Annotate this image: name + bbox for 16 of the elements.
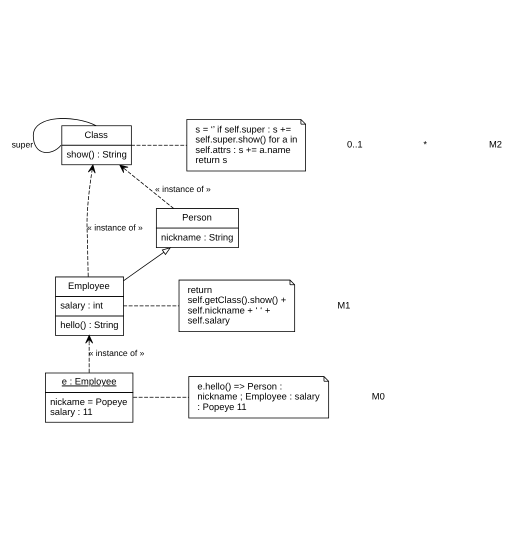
arrow <box>122 247 172 282</box>
connector <box>132 396 189 398</box>
label: M2 <box>488 140 502 150</box>
edge-label: « instance of » <box>87 222 143 232</box>
label: 0..1 <box>347 140 363 150</box>
label: M0 <box>372 392 385 402</box>
arrow <box>86 164 96 277</box>
label: M1 <box>337 300 350 310</box>
arrow <box>119 164 174 209</box>
edge-label: « instance of » <box>155 184 211 194</box>
arrow <box>85 335 94 374</box>
connector <box>32 118 97 153</box>
label: * <box>423 140 427 150</box>
connector <box>130 144 187 146</box>
connector <box>122 305 180 306</box>
edge-label: super <box>12 139 34 150</box>
